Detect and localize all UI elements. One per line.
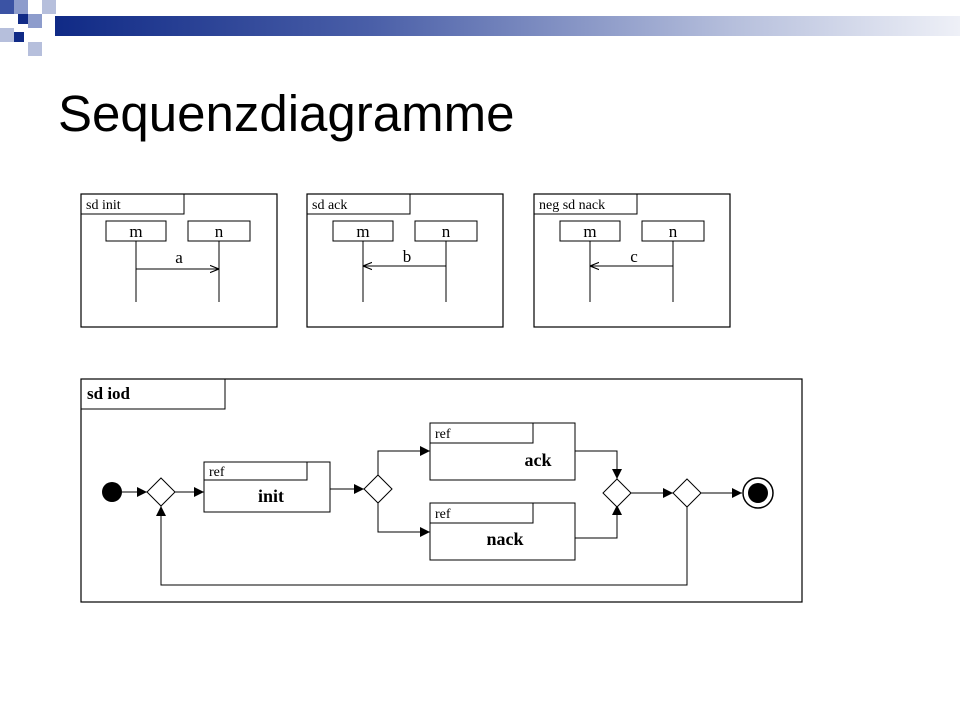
ref-tag: ref: [209, 465, 225, 480]
message-label: a: [175, 248, 183, 267]
merge-node: [602, 478, 632, 508]
corner-square: [0, 28, 14, 42]
ref-ack: [429, 422, 576, 481]
ref-tag: ref: [435, 427, 451, 442]
initial-node: [102, 482, 122, 502]
ref-name: ack: [525, 450, 552, 470]
flow-arrow: [377, 446, 430, 475]
lifeline-n-label: n: [442, 222, 451, 241]
lifeline-n-label: n: [215, 222, 224, 241]
corner-square: [18, 14, 28, 24]
flow-arrow: [377, 503, 430, 537]
lifeline-m-label: m: [583, 222, 596, 241]
message-label: b: [403, 247, 412, 266]
frame-label: sd ack: [312, 198, 347, 213]
corner-square: [28, 42, 42, 56]
corner-square: [14, 0, 28, 14]
frame-label: sd iod: [87, 384, 131, 403]
ref-init: [203, 461, 331, 513]
frame-label: sd init: [86, 198, 121, 213]
flow-arrow: [575, 505, 622, 539]
frame-label: neg sd nack: [539, 198, 605, 213]
frame-sd-ack: sd ack m n b: [306, 193, 504, 328]
flow-arrow: [575, 450, 622, 479]
message-label: c: [630, 247, 638, 266]
loop-back-arrow: [156, 506, 688, 586]
header-gradient-bar: [55, 16, 960, 36]
slide-title: Sequenzdiagramme: [58, 85, 515, 142]
frame-sd-iod: sd iod ref init ref ack ref nack: [80, 378, 803, 603]
frame-sd-init: sd init m n a: [80, 193, 278, 328]
lifeline-m-label: m: [129, 222, 142, 241]
lifeline-n-label: n: [669, 222, 678, 241]
corner-square: [42, 0, 56, 14]
lifeline-m-label: m: [356, 222, 369, 241]
ref-name: init: [258, 486, 284, 506]
ref-tag: ref: [435, 507, 451, 522]
corner-square: [0, 0, 14, 14]
corner-square: [14, 32, 24, 42]
frame-neg-sd-nack: neg sd nack m n c: [533, 193, 731, 328]
ref-name: nack: [486, 529, 523, 549]
ref-nack: [429, 502, 576, 561]
corner-square: [28, 14, 42, 28]
